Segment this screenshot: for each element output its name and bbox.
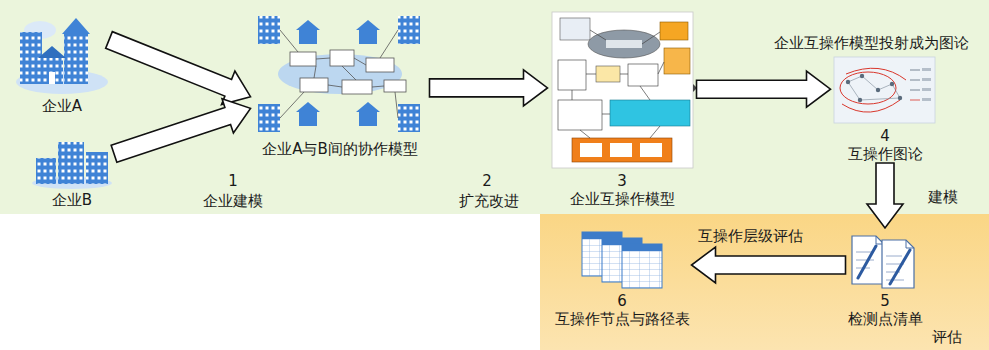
interoperability-graph-icon: [834, 57, 935, 123]
step-caption: 互操作节点与路径表: [555, 310, 690, 328]
step-number: 5: [880, 292, 890, 310]
arrow-label: 扩充改进: [459, 192, 519, 210]
arrow-label: 企业互操作模型投射成为图论: [774, 34, 969, 52]
step-number: 6: [617, 292, 627, 310]
step-number: 3: [617, 172, 627, 190]
step-number: 4: [880, 127, 890, 145]
enterprise-b-icon: [32, 142, 112, 189]
block-arrow: [697, 71, 831, 107]
step-caption: 互操作图论: [848, 145, 923, 163]
block-arrow: [106, 32, 251, 105]
phase-label: 建模: [928, 188, 958, 206]
interoperability-model-icon: [552, 12, 697, 168]
step-caption: 检测点清单: [848, 310, 923, 328]
arrow-label: 互操作层级评估: [698, 227, 803, 245]
table-icon: [582, 232, 662, 288]
block-arrow: [692, 247, 846, 283]
block-arrow: [430, 70, 548, 106]
step-number: 2: [482, 172, 492, 190]
step-caption: 企业A: [42, 97, 82, 115]
phase-label: 评估: [932, 328, 962, 346]
step-label: 企业建模: [203, 192, 263, 210]
checklist-icon: [852, 236, 914, 288]
step-caption: 企业A与B间的协作模型: [262, 140, 418, 158]
step-caption: 企业B: [52, 191, 92, 209]
collaboration-model-icon: [258, 16, 420, 132]
enterprise-a-icon: [16, 18, 108, 94]
step-caption: 企业互操作模型: [570, 190, 675, 208]
block-arrow: [867, 163, 903, 228]
block-arrow: [111, 99, 250, 162]
step-number: 1: [228, 172, 238, 190]
